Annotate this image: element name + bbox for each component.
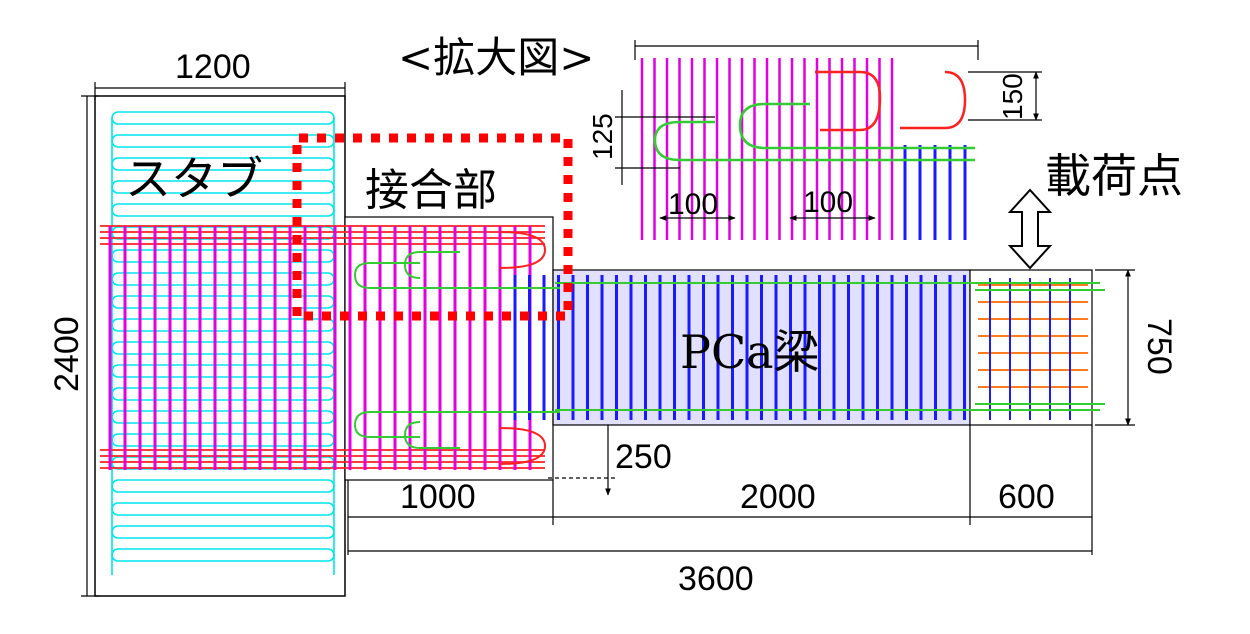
dim-end-length: 600: [998, 478, 1055, 516]
beam-stirrups: [513, 275, 966, 420]
red-hook-top: [499, 231, 547, 269]
hook-bar-bot-1: [353, 411, 560, 438]
joint-label: 接合部: [365, 165, 497, 216]
stub-outline: [94, 95, 346, 597]
detail-green-hook-mid: [738, 102, 975, 150]
red-hook-bot: [499, 427, 547, 465]
enlarged-detail-view: <拡大図> 150 125 100 100: [398, 33, 1042, 240]
detail-green-hook-left: [653, 120, 975, 162]
stub-rebar-group: [111, 111, 335, 575]
detail-dim-100-left: 100: [668, 188, 718, 221]
hook-bar-top-2: [403, 251, 460, 279]
dim-beam-depth: 750: [1140, 318, 1178, 375]
joint-region: [344, 216, 554, 481]
stub-label: スタブ: [125, 152, 263, 206]
double-headed-vertical-arrow-icon: [1007, 188, 1053, 270]
detail-dim-125: 125: [587, 113, 618, 160]
hook-bars: [353, 251, 1105, 449]
dim-stub-height: 2400: [48, 316, 86, 392]
dimension-lines: [81, 82, 1135, 597]
dim-joint-length: 1000: [400, 478, 476, 516]
dim-stub-width: 1200: [175, 48, 251, 86]
detail-red-hook-1: [815, 70, 882, 132]
beam-region: [552, 269, 1093, 426]
load-point-label: 載荷点: [1045, 149, 1183, 203]
stub: [94, 95, 346, 597]
hook-bar-top-1: [353, 262, 560, 289]
end-block-rebar: [978, 278, 1088, 420]
joint-outline: [344, 216, 554, 481]
enlarged-view-label: <拡大図>: [398, 33, 594, 82]
hook-bar-bot-2: [403, 421, 460, 449]
dim-total-length: 3600: [678, 560, 754, 598]
detail-dim-150: 150: [997, 73, 1028, 120]
beam-label: PCa梁: [680, 325, 820, 379]
detail-dim-100-right: 100: [803, 186, 853, 219]
detail-red-hook-2: [900, 70, 967, 130]
dim-beam-length: 2000: [740, 478, 816, 516]
joint-red-hooks: [499, 231, 547, 465]
dim-offset: 250: [615, 438, 672, 476]
